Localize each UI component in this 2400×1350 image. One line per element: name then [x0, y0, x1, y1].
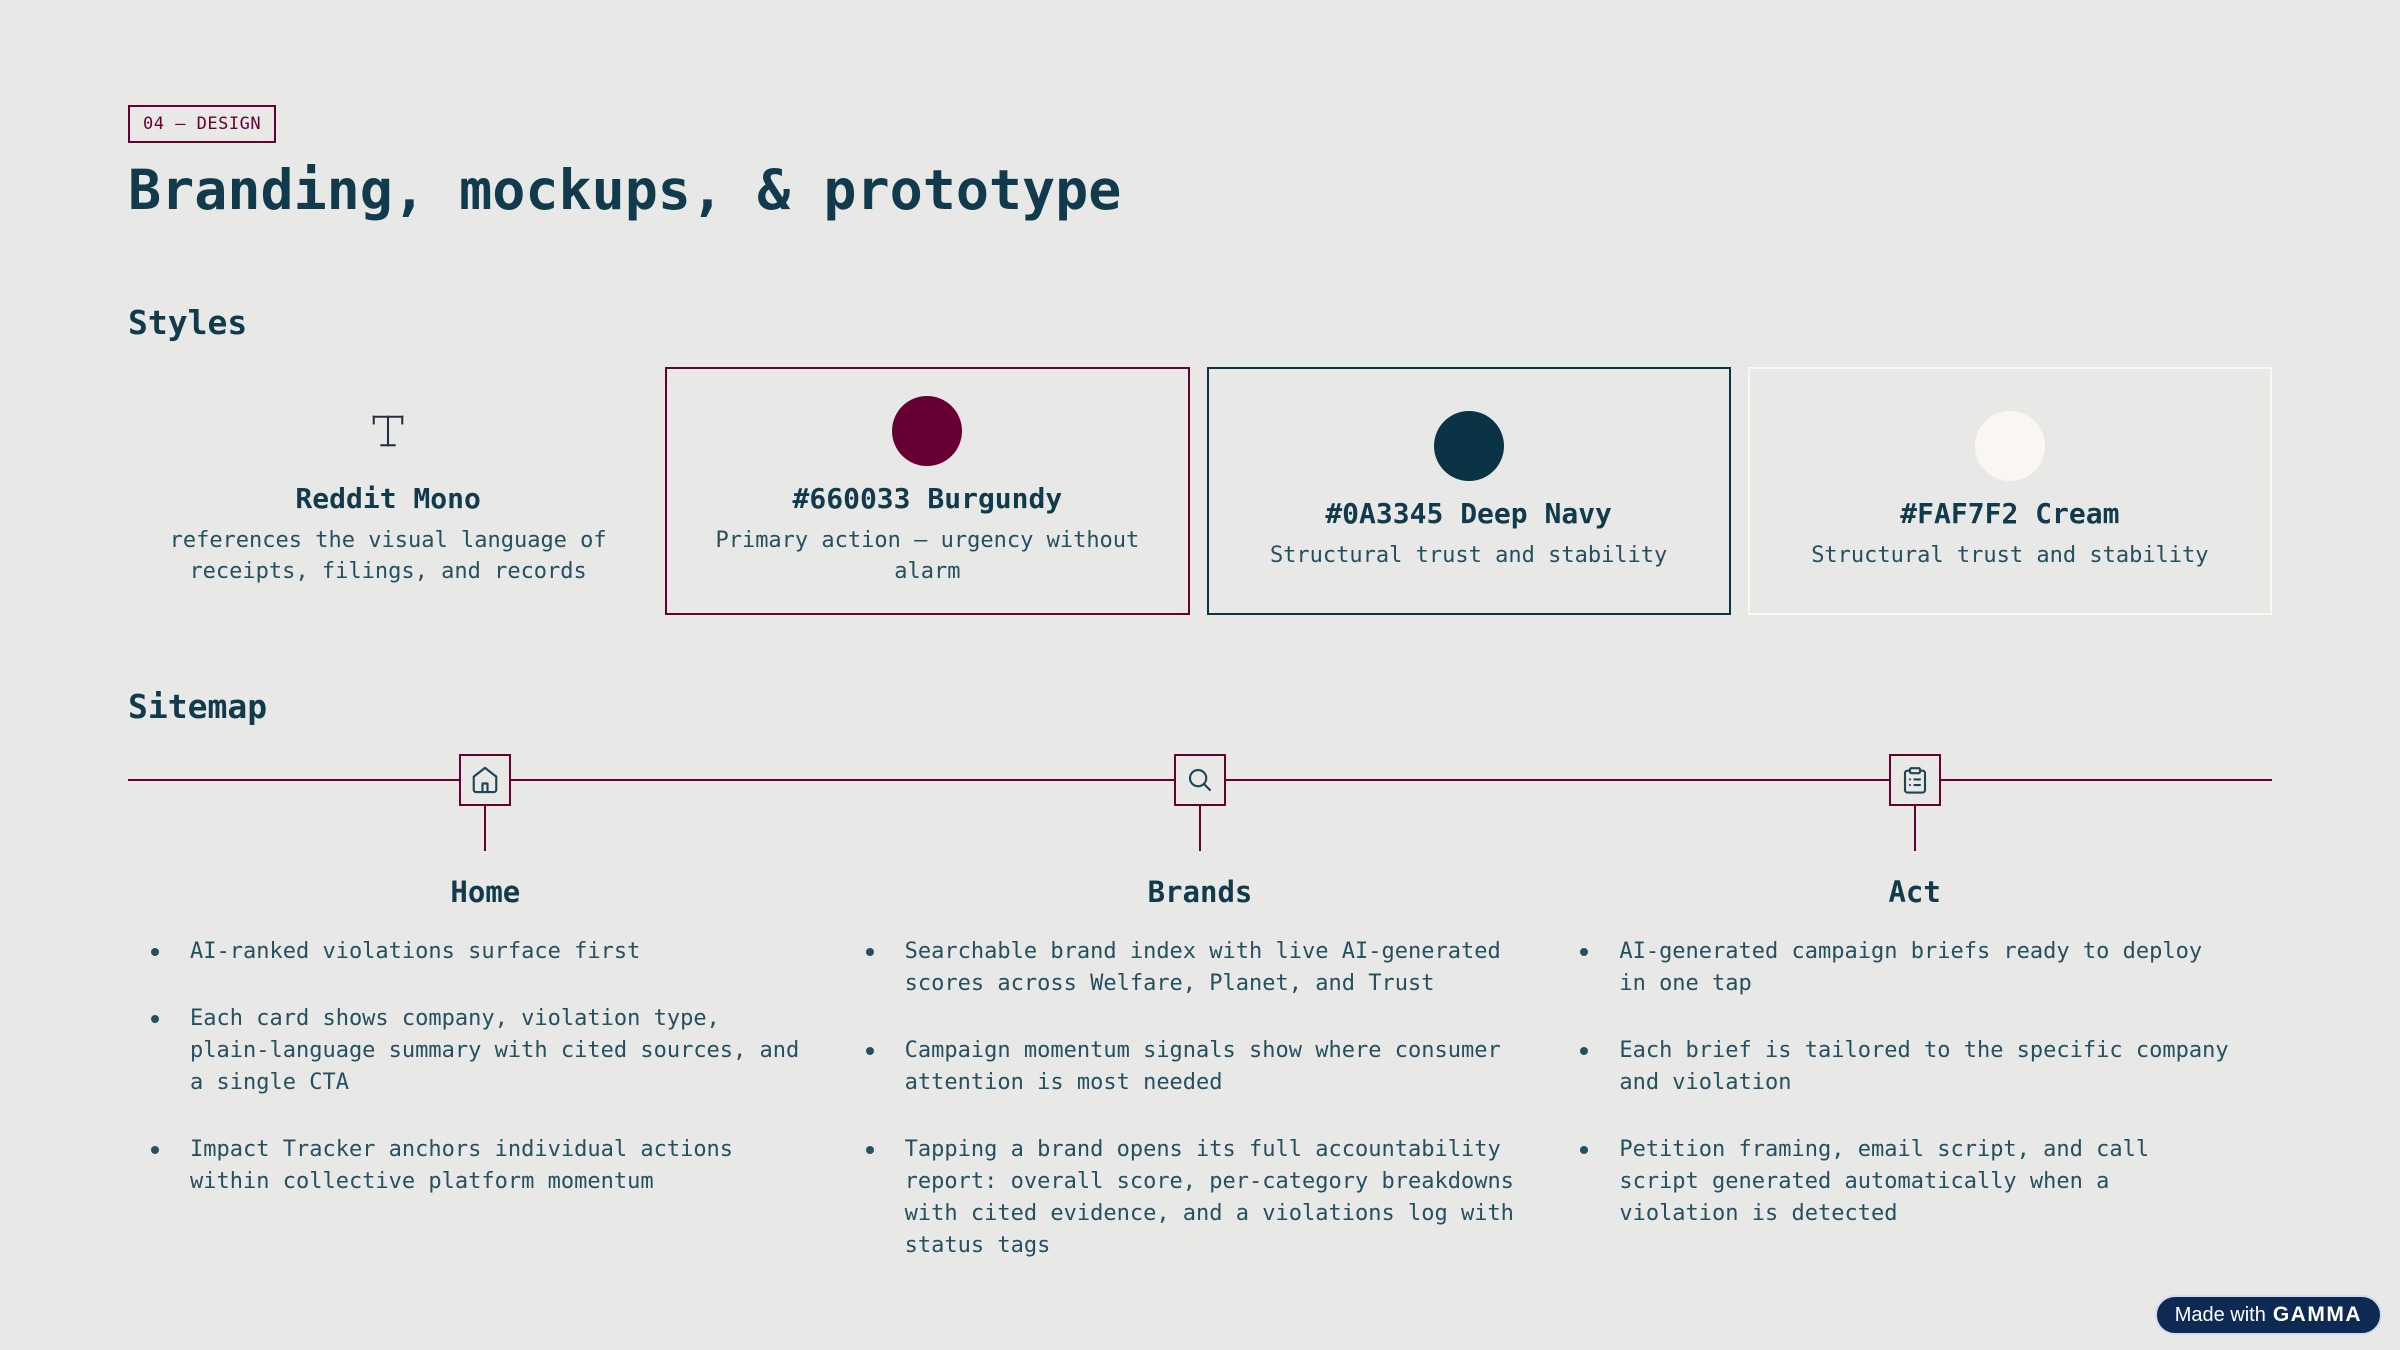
act-feature-list: AI-generated campaign briefs ready to de… [1557, 936, 2272, 1230]
style-card-cream: #FAF7F2 Cream Structural trust and stabi… [1747, 367, 2272, 615]
style-card-deep-navy: #0A3345 Deep Navy Structural trust and s… [1206, 367, 1731, 615]
card-title: #FAF7F2 Cream [1900, 497, 2120, 530]
home-icon-box [459, 754, 512, 806]
clipboard-icon [1903, 767, 1926, 794]
card-title: #660033 Burgundy [792, 481, 1063, 515]
node-label: Brands [1147, 875, 1253, 909]
clipboard-icon-box [1888, 754, 1941, 806]
list-item: AI-generated campaign briefs ready to de… [1557, 936, 2234, 1000]
search-icon-box [1173, 754, 1226, 806]
section-number-badge: 04 — DESIGN [128, 105, 277, 143]
list-item: Petition framing, email script, and call… [1557, 1134, 2234, 1230]
page-title: Branding, mockups, & prototype [128, 158, 1122, 222]
list-item: Impact Tracker anchors individual action… [128, 1134, 805, 1198]
list-item: Each brief is tailored to the specific c… [1557, 1035, 2234, 1099]
list-item: Tapping a brand opens its full accountab… [843, 1134, 1520, 1262]
card-description: Structural trust and stability [1811, 543, 2209, 568]
home-feature-list: AI-ranked violations surface first Each … [128, 936, 843, 1198]
list-item: Each card shows company, violation type,… [128, 1003, 805, 1099]
made-with-gamma-badge[interactable]: Made with GAMMA [2154, 1295, 2382, 1335]
card-title: #0A3345 Deep Navy [1325, 497, 1612, 530]
list-item: AI-ranked violations surface first [128, 936, 805, 968]
brands-feature-list: Searchable brand index with live AI-gene… [843, 936, 1558, 1262]
typography-icon [369, 396, 407, 466]
style-card-reddit-mono: Reddit Mono references the visual langua… [128, 367, 648, 615]
style-card-burgundy: #660033 Burgundy Primary action — urgenc… [665, 367, 1190, 615]
card-description: Structural trust and stability [1269, 543, 1668, 568]
sitemap-node-act: Act AI-generated campaign briefs ready t… [1557, 754, 2272, 1297]
search-icon [1188, 768, 1212, 792]
node-stem-line [484, 806, 487, 851]
navy-swatch [1433, 411, 1504, 481]
card-description: references the visual language of receip… [169, 527, 607, 584]
list-item: Campaign momentum signals show where con… [843, 1035, 1520, 1099]
node-label: Act [1888, 875, 1941, 909]
node-label: Home [450, 875, 521, 909]
sitemap-node-home: Home AI-ranked violations surface first … [128, 754, 843, 1297]
sitemap-node-brands: Brands Searchable brand index with live … [843, 754, 1558, 1297]
node-stem-line [1913, 806, 1916, 851]
burgundy-swatch [892, 395, 963, 466]
node-stem-line [1198, 806, 1201, 851]
made-with-text: Made with [2174, 1303, 2266, 1326]
cream-swatch [1974, 411, 2045, 481]
list-item: Searchable brand index with live AI-gene… [843, 936, 1520, 1000]
sitemap-diagram: Home AI-ranked violations surface first … [128, 754, 2272, 1297]
sitemap-heading: Sitemap [128, 687, 268, 726]
home-icon [473, 766, 498, 794]
style-cards-row: Reddit Mono references the visual langua… [128, 367, 2272, 615]
styles-heading: Styles [128, 303, 248, 342]
card-title: Reddit Mono [295, 481, 481, 515]
card-description: Primary action — urgency without alarm [715, 527, 1140, 584]
gamma-logo: GAMMA [2272, 1303, 2362, 1326]
